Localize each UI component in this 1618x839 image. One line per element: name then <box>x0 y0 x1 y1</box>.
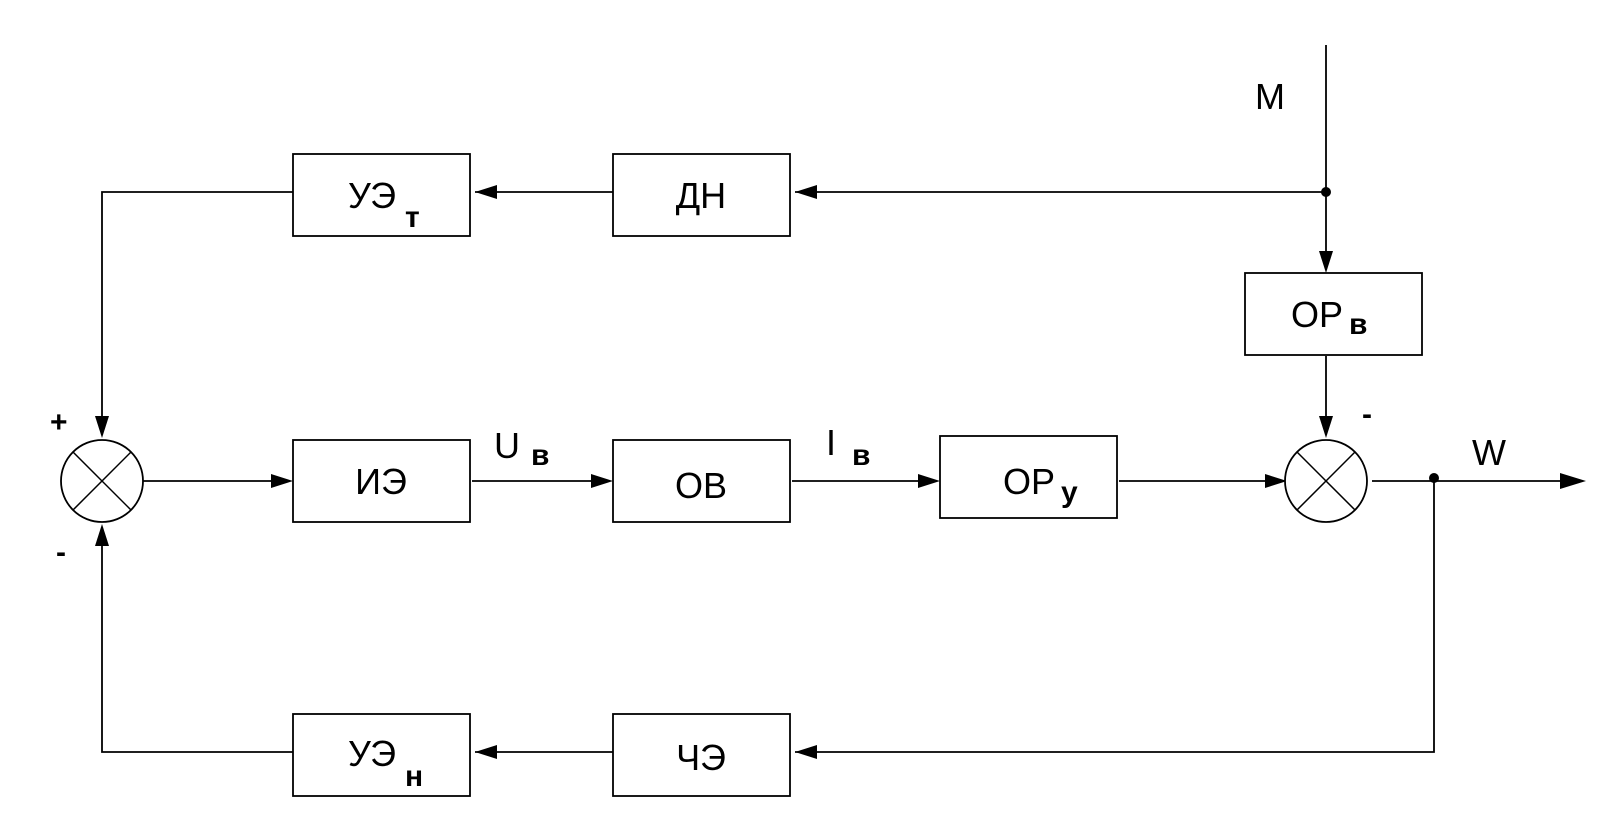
block-che-label: ЧЭ <box>676 737 726 778</box>
block-ory-subscript: у <box>1061 476 1078 509</box>
arrow-output-w <box>1560 473 1586 489</box>
block-ory: ОР у <box>939 435 1118 519</box>
summing-junction-right <box>1284 439 1368 523</box>
arrow-top-into-sum1 <box>95 416 109 438</box>
signal-m-label: M <box>1255 76 1285 117</box>
sign-left-bottom: - <box>56 536 66 569</box>
junction-dot-output <box>1429 473 1439 483</box>
connections <box>101 45 1570 753</box>
block-orv-subscript: в <box>1349 308 1367 341</box>
block-ie: ИЭ <box>292 439 471 523</box>
arrow-into-ory <box>918 474 940 488</box>
signal-iv: I в <box>826 422 870 472</box>
arrow-into-orv <box>1319 251 1333 273</box>
arrow-into-uen <box>475 745 497 759</box>
block-uen-subscript: н <box>405 760 423 793</box>
block-dn: ДН <box>612 153 791 237</box>
arrow-into-che <box>795 745 817 759</box>
signal-uv-label: U <box>494 425 520 466</box>
junction-dot-m <box>1321 187 1331 197</box>
block-orv: ОР в <box>1244 272 1423 356</box>
signal-iv-subscript: в <box>852 439 870 472</box>
signal-w-label: W <box>1472 432 1506 473</box>
block-orv-label: ОР <box>1291 294 1343 335</box>
signal-iv-label: I <box>826 422 836 463</box>
signal-w: W <box>1472 432 1506 473</box>
arrowheads <box>95 185 1586 759</box>
arrow-into-sum2 <box>1265 474 1287 488</box>
block-ie-label: ИЭ <box>355 461 407 502</box>
sign-left-top: + <box>50 406 68 439</box>
block-uet: УЭ т <box>292 153 471 237</box>
arrow-into-uet <box>475 185 497 199</box>
block-uet-label: УЭ <box>348 175 396 216</box>
block-uet-subscript: т <box>405 201 420 234</box>
block-uen-label: УЭ <box>348 733 396 774</box>
wire-uen-to-sum1 <box>101 536 293 753</box>
sign-right-top: - <box>1362 398 1372 431</box>
signal-uv-subscript: в <box>531 439 549 472</box>
block-che: ЧЭ <box>612 713 791 797</box>
block-uen: УЭ н <box>292 713 471 797</box>
summing-junction-left <box>60 439 144 523</box>
signal-m: M <box>1255 76 1285 117</box>
arrow-orv-into-sum2 <box>1319 416 1333 438</box>
arrow-into-ov <box>591 474 613 488</box>
signal-uv: U в <box>494 425 549 472</box>
block-ov: ОВ <box>612 439 791 523</box>
arrow-bottom-into-sum1 <box>95 524 109 546</box>
block-dn-label: ДН <box>676 175 726 216</box>
wire-uet-to-sum1 <box>101 191 293 426</box>
block-ory-label: ОР <box>1003 461 1055 502</box>
arrow-into-dn <box>795 185 817 199</box>
wire-output-to-che <box>795 478 1435 753</box>
block-ov-label: ОВ <box>675 465 727 506</box>
arrow-into-ie <box>271 474 293 488</box>
